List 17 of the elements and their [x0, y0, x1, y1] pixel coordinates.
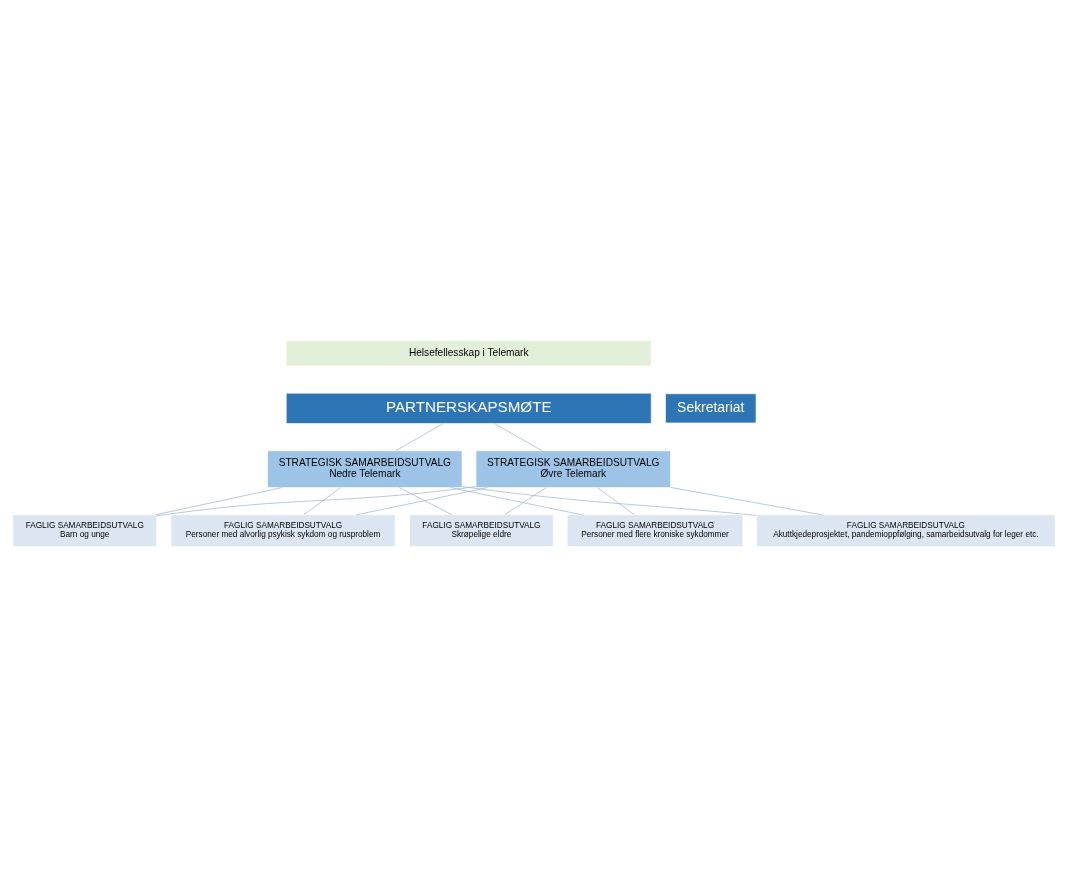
node-box: STRATEGISK SAMARBEIDSUTVALG Nedre Telemark	[267, 449, 463, 488]
connector	[303, 486, 341, 515]
connector	[461, 485, 757, 516]
node-box: Helsefellesskap i Telemark	[285, 339, 652, 366]
connector	[494, 422, 543, 451]
connector	[155, 486, 283, 515]
connector	[356, 486, 488, 515]
node-box: PARTNERSKAPSMØTE	[285, 392, 652, 424]
connector	[597, 486, 635, 515]
connector	[395, 422, 444, 451]
node-box: STRATEGISK SAMARBEIDSUTVALG Øvre Telemark	[475, 449, 671, 488]
connector	[670, 486, 823, 515]
connector	[504, 486, 547, 515]
node-box: Sekretariat	[665, 392, 757, 423]
connector	[450, 486, 582, 515]
connector	[156, 485, 477, 516]
connector	[399, 486, 453, 515]
